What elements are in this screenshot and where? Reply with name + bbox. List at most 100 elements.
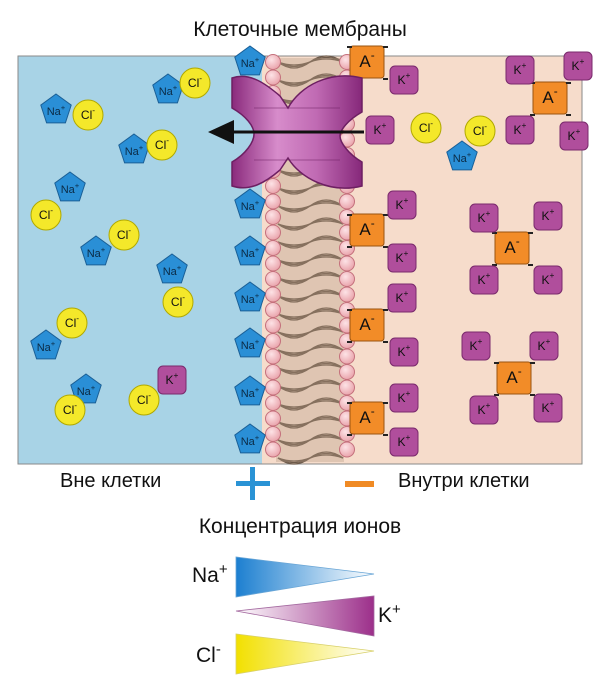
- ion-label: A-: [359, 404, 374, 427]
- flow-arrow: [208, 120, 364, 144]
- k-legend-label: K+: [378, 601, 401, 628]
- ion-label: Na+: [241, 55, 260, 70]
- na-ion: Na+: [234, 281, 266, 312]
- lipid-head: [265, 364, 281, 380]
- lipid-tail: [277, 433, 344, 447]
- anion: A-: [347, 401, 388, 436]
- lipid-head: [265, 240, 281, 256]
- lipid-head: [265, 302, 281, 318]
- lipid-tail: [277, 55, 344, 69]
- lipid-tail: [277, 271, 344, 285]
- lipid-head: [265, 395, 281, 411]
- lipid-tail: [277, 253, 344, 267]
- ion-label: A-: [359, 48, 374, 71]
- na-ion: Na+: [156, 253, 188, 284]
- ion-label: K+: [542, 206, 555, 223]
- lipid-head: [339, 441, 355, 458]
- lipid-head: [339, 193, 355, 210]
- lipid-head: [339, 379, 355, 396]
- ion-label: Na+: [453, 150, 472, 165]
- na-ion: Na+: [234, 327, 266, 358]
- ion-label: Na+: [241, 337, 260, 352]
- ion-label: Cl-: [39, 205, 53, 222]
- ion-label: Cl-: [155, 135, 169, 152]
- na-gradient-icon: [235, 556, 375, 598]
- lipid-head: [339, 255, 355, 272]
- ion-label: A-: [504, 234, 519, 257]
- ion-label: Cl-: [419, 118, 433, 135]
- minus-sign: [345, 481, 374, 487]
- k-ion: K+: [387, 243, 417, 273]
- lipid-tail: [277, 325, 344, 339]
- ion-label: Cl-: [188, 73, 202, 90]
- k-gradient-icon: [235, 595, 375, 637]
- ion-label: K+: [470, 336, 483, 353]
- ion-label: Cl-: [81, 105, 95, 122]
- na-ion: Na+: [152, 73, 184, 104]
- ion-label: K+: [542, 270, 555, 287]
- na-ion: Na+: [80, 235, 112, 266]
- lipid-head: [265, 379, 281, 396]
- ion-label: Cl-: [171, 292, 185, 309]
- k-ion: K+: [389, 427, 419, 457]
- na-ion: Na+: [54, 171, 86, 202]
- lipid-tail: [277, 415, 344, 429]
- na-ion: Na+: [234, 423, 266, 454]
- lipid-tail: [277, 289, 344, 303]
- na-legend-name: Na: [192, 564, 219, 587]
- k-ion: K+: [533, 201, 563, 231]
- cl-ion: Cl-: [410, 112, 442, 144]
- k-ion: K+: [559, 121, 589, 151]
- k-ion: K+: [533, 265, 563, 295]
- ion-label: Na+: [77, 383, 96, 398]
- ion-label: Cl-: [137, 390, 151, 407]
- na-ion: Na+: [234, 188, 266, 219]
- lipid-head: [265, 410, 281, 427]
- ion-label: Na+: [159, 83, 178, 98]
- cl-ion: Cl-: [72, 99, 104, 131]
- cl-legend-charge: -: [215, 641, 221, 658]
- k-ion: K+: [365, 115, 395, 145]
- na-ion: Na+: [234, 235, 266, 266]
- ion-label: K+: [538, 336, 551, 353]
- ion-label: Na+: [61, 181, 80, 196]
- ion-label: A-: [359, 216, 374, 239]
- k-legend-charge: +: [392, 601, 401, 618]
- k-ion: K+: [563, 51, 593, 81]
- ion-label: Na+: [241, 385, 260, 400]
- k-ion: K+: [505, 55, 535, 85]
- ion-label: K+: [398, 388, 411, 405]
- cl-ion: Cl-: [162, 286, 194, 318]
- anion: A-: [347, 308, 388, 343]
- ion-label: K+: [568, 126, 581, 143]
- ion-label: K+: [514, 120, 527, 137]
- ion-label: A-: [542, 84, 557, 107]
- na-ion: Na+: [30, 329, 62, 360]
- lipid-tail: [277, 217, 344, 231]
- lipid-head: [265, 348, 281, 365]
- lipid-tail: [277, 451, 344, 465]
- cl-gradient-icon: [235, 633, 375, 675]
- na-legend-label: Na+: [192, 561, 228, 588]
- anion: A-: [347, 45, 388, 80]
- ion-label: Cl-: [65, 313, 79, 330]
- ion-label: Cl-: [473, 121, 487, 138]
- ion-label: K+: [478, 270, 491, 287]
- ion-label: K+: [396, 195, 409, 212]
- k-ion: K+: [469, 395, 499, 425]
- k-ion: K+: [387, 283, 417, 313]
- lipid-head: [265, 426, 281, 442]
- lipid-head: [265, 54, 281, 70]
- lipid-head: [265, 286, 281, 303]
- lipid-head: [265, 224, 281, 241]
- lipid-head: [265, 271, 281, 287]
- ion-label: K+: [374, 120, 387, 137]
- lipid-head: [265, 178, 281, 194]
- ion-label: K+: [478, 208, 491, 225]
- cl-legend-label: Cl-: [196, 641, 221, 668]
- lipid-head: [265, 193, 281, 210]
- lipid-head: [265, 209, 281, 225]
- outside-label: Вне клетки: [60, 470, 162, 492]
- lipid-tail: [277, 361, 344, 375]
